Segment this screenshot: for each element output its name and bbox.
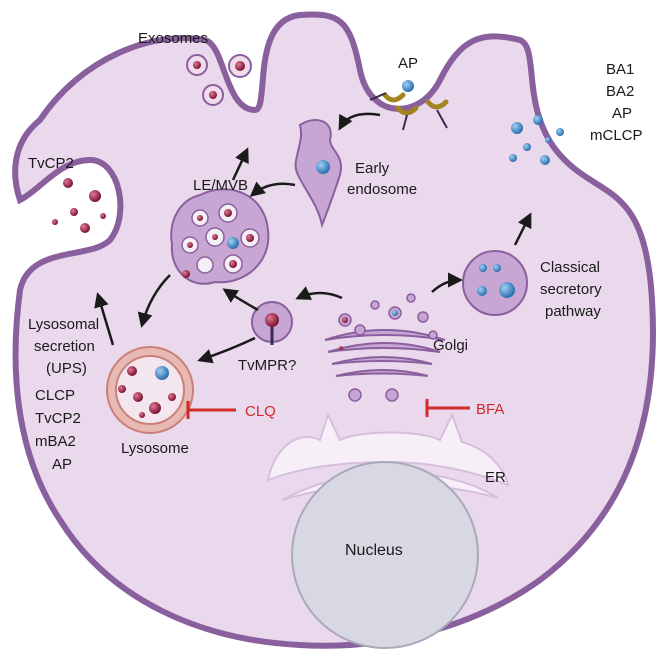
label-classical: Classical xyxy=(540,259,600,276)
label-pathway: pathway xyxy=(545,303,601,320)
label-nucleus: Nucleus xyxy=(345,542,403,559)
nucleus xyxy=(291,461,479,649)
arrow-ap-to-early xyxy=(338,112,381,131)
arrow-golgi-to-tvmpr xyxy=(295,286,343,300)
label-secretion: secretion xyxy=(34,338,95,355)
classical-secretory-vesicle xyxy=(462,250,528,316)
arrow-mvb-to-exosomes xyxy=(231,147,249,181)
label-lysosome: Lysosome xyxy=(121,440,189,457)
label-tvcp2-bottom: TvCP2 xyxy=(35,410,81,427)
lysosome-cargo xyxy=(118,366,176,418)
exosome-cargo xyxy=(209,91,217,99)
arrow-mvb-to-lysosome xyxy=(137,274,171,328)
pathway-arrows xyxy=(94,112,532,364)
arrow-early-to-mvb xyxy=(249,181,296,197)
le-mvb-vesicles xyxy=(181,203,260,278)
golgi-vesicles xyxy=(338,293,438,402)
label-ap-bottom: AP xyxy=(52,456,72,473)
early-endosome xyxy=(294,119,343,229)
label-exosomes: Exosomes xyxy=(138,30,208,47)
label-clq: CLQ xyxy=(245,403,276,420)
label-tvcp2-top: TvCP2 xyxy=(28,155,74,172)
arrow-lysosome-to-surface xyxy=(94,292,115,346)
exosome-cargo xyxy=(193,61,201,69)
secreted-cargo-right xyxy=(509,115,564,165)
tvmpr-cargo xyxy=(265,313,279,327)
label-lysosomal: Lysosomal xyxy=(28,316,99,333)
label-golgi: Golgi xyxy=(433,337,468,354)
label-er: ER xyxy=(485,469,506,486)
receptor-stalks xyxy=(369,92,448,131)
label-ba2: BA2 xyxy=(606,83,634,100)
label-ups: (UPS) xyxy=(46,360,87,377)
arrow-tvmpr-to-lysosome xyxy=(197,336,256,364)
secreted-cargo-left xyxy=(52,178,106,233)
label-secretory: secretory xyxy=(540,281,602,298)
golgi-red-cargo xyxy=(339,346,343,350)
label-tvmpr: TvMPR? xyxy=(238,357,296,374)
lysosome-inner xyxy=(115,355,185,425)
exosome-cargo xyxy=(235,61,245,71)
ap-receptors xyxy=(382,92,449,116)
receptor-cup xyxy=(382,92,406,103)
label-bfa: BFA xyxy=(476,401,504,418)
receptor-cup xyxy=(425,99,449,110)
cell-membrane xyxy=(12,11,656,649)
arrow-golgi-to-classical xyxy=(431,272,463,293)
classical-cargo xyxy=(477,264,515,298)
early-endosome-cargo xyxy=(316,160,330,174)
label-le-mvb: LE/MVB xyxy=(193,177,248,194)
arrow-tvmpr-to-mvb xyxy=(222,288,259,312)
label-ap-right: AP xyxy=(612,105,632,122)
ap-cargo xyxy=(402,80,414,92)
golgi-red-cargo xyxy=(342,317,348,323)
label-mclcp: mCLCP xyxy=(590,127,643,144)
label-endosome: endosome xyxy=(347,181,417,198)
arrow-classical-to-surface xyxy=(513,212,532,246)
label-early: Early xyxy=(355,160,390,177)
label-clcp: CLCP xyxy=(35,387,75,404)
golgi-blue-cargo xyxy=(392,310,398,316)
label-ba1: BA1 xyxy=(606,61,634,78)
label-ap-top: AP xyxy=(398,55,418,72)
exosomes-group xyxy=(186,54,252,106)
label-mba2: mBA2 xyxy=(35,433,76,450)
receptor-cup xyxy=(395,105,419,116)
